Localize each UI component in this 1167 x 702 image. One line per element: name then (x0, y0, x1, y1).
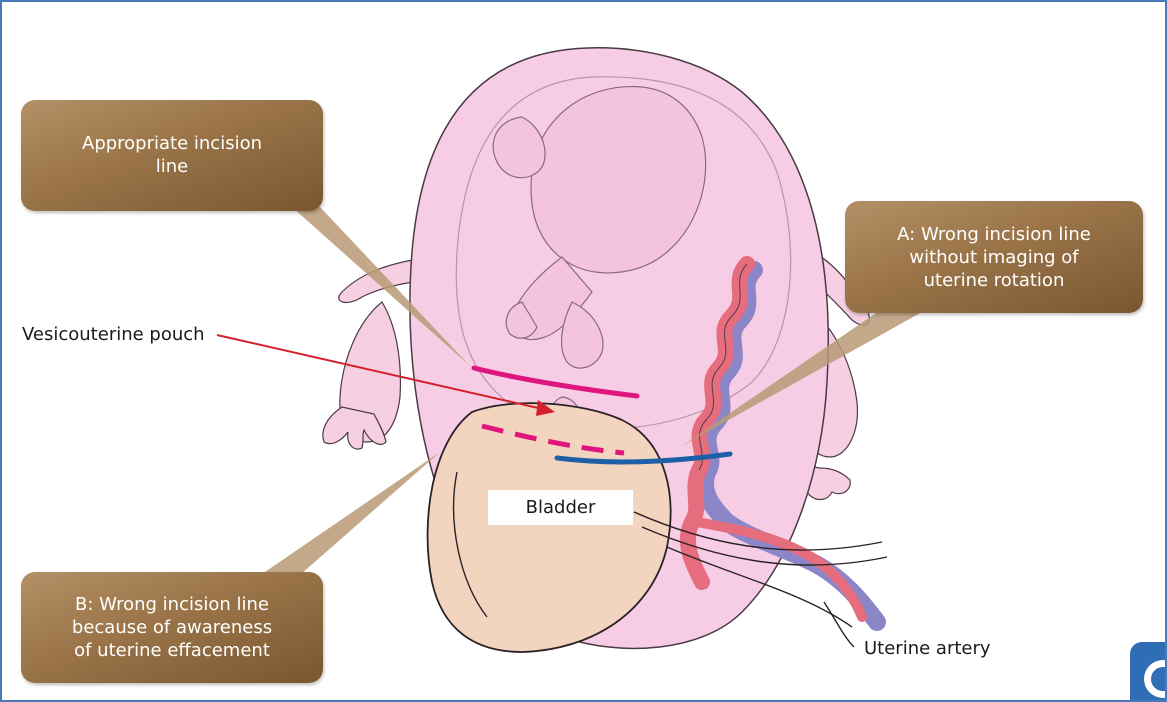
bladder-label: Bladder (526, 497, 596, 518)
callout-a-line-1: A: Wrong incision line (897, 223, 1091, 246)
publisher-logo (1130, 642, 1167, 702)
vesicouterine-pouch-label: Vesicouterine pouch (22, 324, 205, 345)
callout-a-line-3: uterine rotation (924, 269, 1065, 292)
callout-appropriate-line-1: Appropriate incision (82, 132, 262, 155)
bladder-label-box: Bladder (488, 490, 633, 525)
callout-b-line-2: because of awareness (72, 616, 272, 639)
pointer-wrong-b (262, 452, 440, 582)
callout-a-line-2: without imaging of (909, 246, 1078, 269)
callout-b-line-1: B: Wrong incision line (75, 593, 269, 616)
logo-mark-icon (1144, 660, 1167, 698)
callout-wrong-incision-a: A: Wrong incision line without imaging o… (845, 201, 1143, 313)
callout-b-line-3: of uterine effacement (74, 639, 270, 662)
callout-appropriate-line-2: line (156, 155, 188, 178)
uterine-artery-label: Uterine artery (864, 638, 991, 659)
callout-appropriate-incision: Appropriate incision line (21, 100, 323, 211)
callout-wrong-incision-b: B: Wrong incision line because of awaren… (21, 572, 323, 683)
